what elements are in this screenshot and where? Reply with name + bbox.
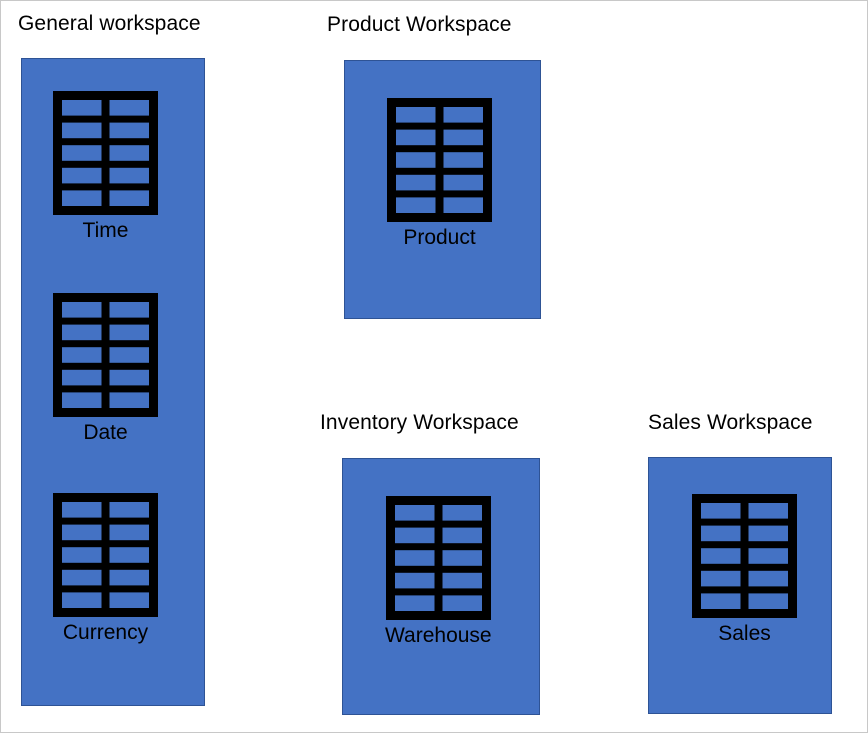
entity-sales[interactable]: Sales xyxy=(692,494,797,647)
workspace-panel-sales[interactable]: Sales xyxy=(648,457,832,714)
workspace-title-inventory: Inventory Workspace xyxy=(320,411,519,434)
workspace-title-general: General workspace xyxy=(18,12,201,35)
entity-label-warehouse: Warehouse xyxy=(385,624,492,647)
entity-time[interactable]: Time xyxy=(53,91,158,244)
table-icon xyxy=(53,91,158,215)
table-icon xyxy=(53,493,158,617)
entity-label-sales: Sales xyxy=(718,622,771,645)
workspace-title-product: Product Workspace xyxy=(327,13,512,36)
workspace-panel-product[interactable]: Product xyxy=(344,60,541,319)
workspace-title-sales: Sales Workspace xyxy=(648,411,813,434)
entity-label-currency: Currency xyxy=(62,621,149,644)
entity-date[interactable]: Date xyxy=(53,293,158,446)
entity-warehouse[interactable]: Warehouse xyxy=(385,496,492,649)
table-icon xyxy=(692,494,797,618)
table-icon xyxy=(53,293,158,417)
entity-label-date: Date xyxy=(83,421,128,444)
entity-label-time: Time xyxy=(82,219,129,242)
table-icon xyxy=(387,98,492,222)
entity-label-product: Product xyxy=(403,226,476,249)
entity-currency[interactable]: Currency xyxy=(53,493,158,646)
table-icon xyxy=(385,496,491,620)
entity-product[interactable]: Product xyxy=(387,98,492,251)
workspace-panel-inventory[interactable]: Warehouse xyxy=(342,458,540,715)
